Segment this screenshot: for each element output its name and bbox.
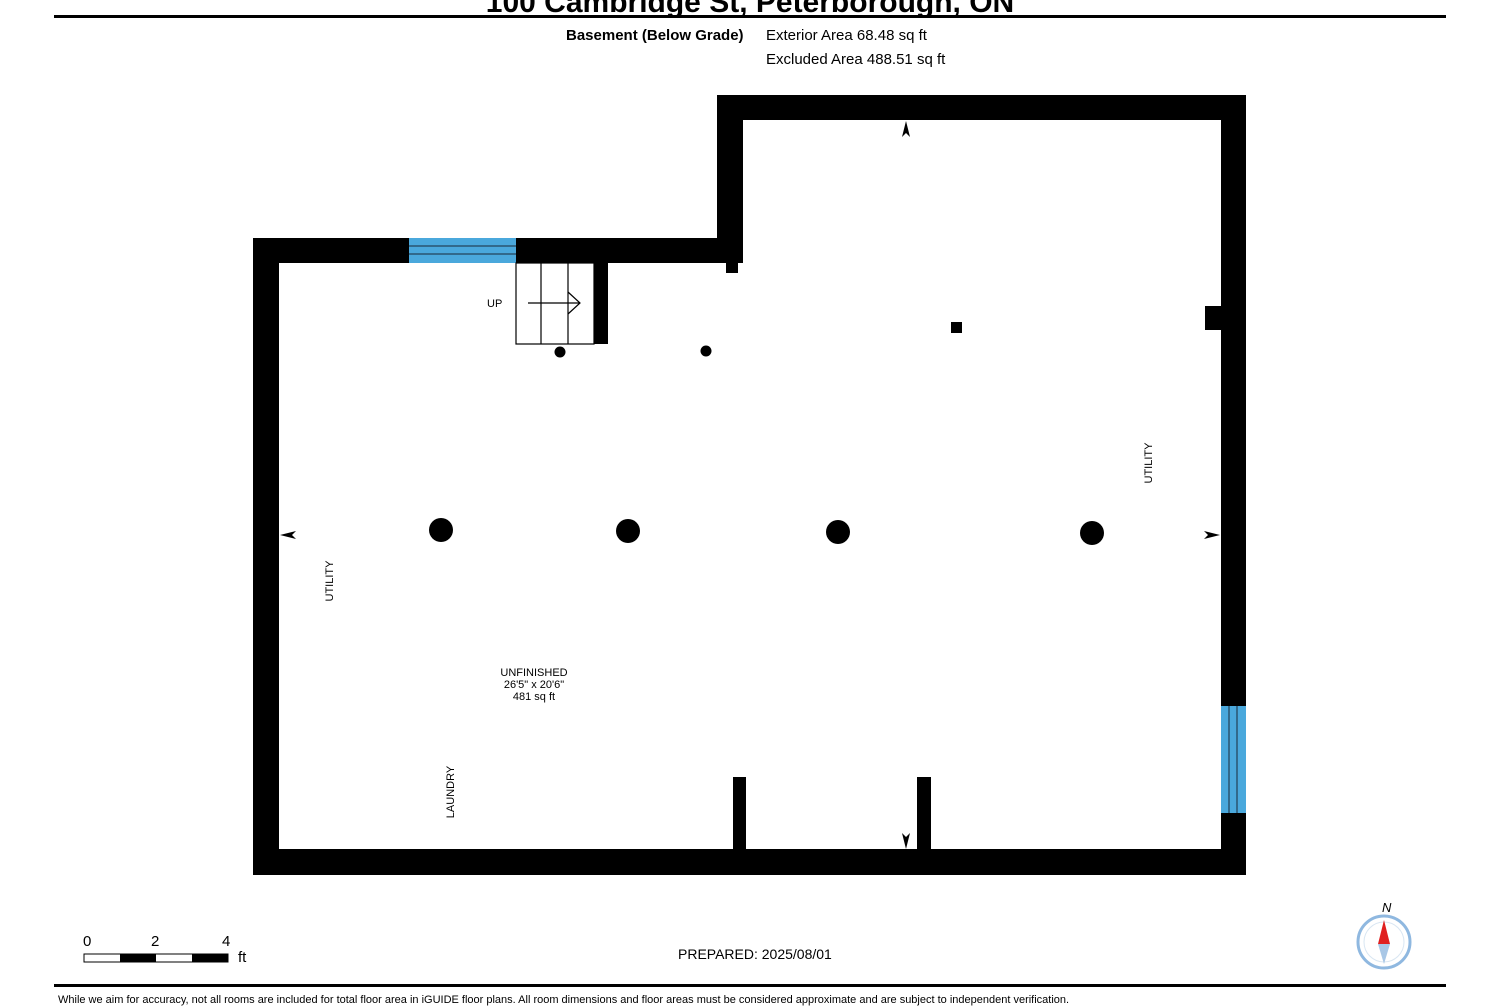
window-top [409,238,516,263]
post [616,519,640,543]
room-label-laundry: LAUNDRY [445,765,457,819]
wall-top-right [717,95,1246,120]
stairs-label: UP [487,298,503,310]
partition-right [917,777,931,849]
posts [429,322,1104,545]
header-rule [54,15,1446,18]
scale-tick-0: 0 [83,933,92,950]
scale-bar [83,953,229,963]
compass-icon [1356,914,1412,970]
post-small [554,346,566,358]
wall-stub-corner [726,263,738,273]
wall-left [253,238,279,875]
property-address: 100 Cambridge St, Peterborough, ON [485,0,1015,19]
room-label-unfinished: UNFINISHED 26'5" x 20'6" 481 sq ft [474,667,594,703]
prepared-date: PREPARED: 2025/08/01 [678,946,832,962]
exterior-area: Exterior Area 68.48 sq ft [766,27,927,44]
room-name: UNFINISHED [500,667,568,679]
window-right [1221,706,1246,813]
marker-left [280,531,296,539]
footer-rule [54,984,1446,987]
marker-top [902,121,910,137]
disclaimer: While we aim for accuracy, not all rooms… [58,994,1070,1006]
floor-name: Basement (Below Grade) [566,27,744,44]
room-dimensions: 26'5" x 20'6" [503,679,565,691]
post-square [951,322,962,333]
post [1080,521,1104,545]
wall-bottom [253,849,1246,875]
compass-north-label: N [1382,900,1392,915]
scale-unit: ft [238,949,247,966]
scale-tick-2: 2 [151,933,160,950]
post-small [700,345,712,357]
room-label-utility-right: UTILITY [1143,442,1155,484]
walls [253,95,1246,875]
marker-bottom [902,833,910,849]
stair-wall [594,263,608,344]
excluded-area: Excluded Area 488.51 sq ft [766,51,946,68]
marker-right [1204,531,1220,539]
post [429,518,453,542]
stairs [515,262,595,345]
partition-left [733,777,746,849]
wall-stub-right [1205,306,1221,330]
post [826,520,850,544]
wall-step-vertical [717,95,743,263]
room-label-utility-left: UTILITY [324,560,336,602]
direction-markers [280,121,1220,849]
scale-tick-4: 4 [222,933,231,950]
room-area: 481 sq ft [512,691,556,703]
